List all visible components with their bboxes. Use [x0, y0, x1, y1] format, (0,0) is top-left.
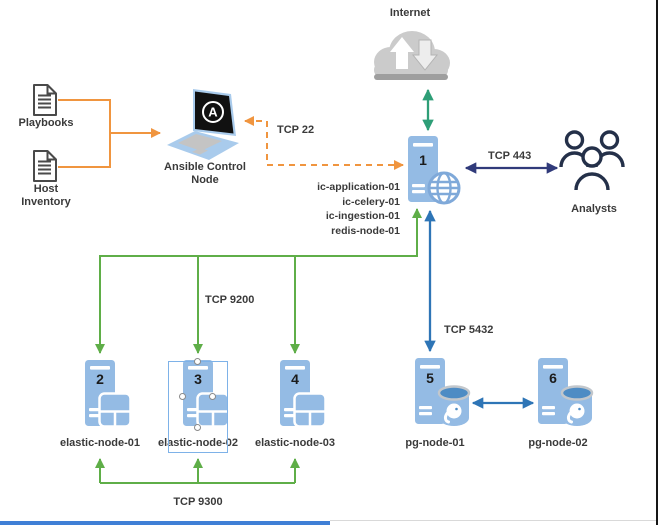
server-icon	[415, 358, 445, 424]
document-icon	[33, 150, 57, 182]
pg-node-1-label: pg-node-01	[405, 437, 465, 449]
connector-sources-join[interactable]	[58, 99, 111, 168]
server1-hosts-list: ic-application-01 ic-celery-01 ic-ingest…	[252, 180, 400, 238]
ansible-control-node[interactable]: A	[165, 86, 247, 164]
pg-node-1[interactable]: 5	[415, 358, 473, 428]
pg-node-2[interactable]: 6	[538, 358, 596, 428]
analysts-icon	[559, 130, 625, 191]
pg-node-2-label: pg-node-02	[528, 437, 588, 449]
selection-box	[168, 361, 228, 453]
node-number: 6	[549, 370, 557, 386]
host-label: ic-application-01	[317, 181, 400, 193]
globe-icon	[427, 171, 461, 205]
host-inventory-label: Host Inventory	[21, 183, 71, 208]
node-number: 4	[291, 371, 299, 387]
connection-handle-right[interactable]	[209, 393, 216, 400]
storage-icon	[98, 392, 132, 428]
elastic-node-3[interactable]: 4	[280, 360, 328, 428]
host-label: redis-node-01	[331, 224, 400, 237]
cloud-icon	[374, 31, 450, 80]
connector-tcp9200-main[interactable]	[95, 208, 422, 354]
tcp9200-label: TCP 9200	[205, 294, 255, 306]
elastic-node-1-label: elastic-node-01	[59, 437, 141, 449]
internet-cloud-node[interactable]	[365, 24, 457, 86]
elastic-node-3-label: elastic-node-03	[254, 437, 336, 449]
node-number: 1	[419, 152, 427, 168]
elastic-node-1[interactable]: 2	[85, 360, 133, 428]
canvas-bottom-edge-blue	[0, 521, 330, 525]
connection-handle-left[interactable]	[179, 393, 186, 400]
connection-handle-top[interactable]	[194, 358, 201, 365]
tcp5432-label: TCP 5432	[444, 324, 494, 336]
server-1-node[interactable]: 1	[408, 136, 462, 206]
playbooks-node[interactable]	[33, 84, 57, 116]
ansible-node-label: Ansible Control Node	[164, 161, 246, 186]
node-number: 5	[426, 370, 434, 386]
host-label: ic-celery-01	[342, 195, 400, 208]
node-number: 3	[194, 371, 202, 387]
laptop-icon: A	[167, 89, 239, 160]
node-number: 2	[96, 371, 104, 387]
upload-arrow-icon	[390, 37, 414, 69]
postgres-db-icon	[560, 385, 594, 426]
connection-handle-bottom[interactable]	[194, 424, 201, 431]
tcp9300-label: TCP 9300	[173, 496, 223, 508]
tcp443-label: TCP 443	[488, 150, 532, 162]
ansible-logo-icon	[202, 101, 224, 123]
playbooks-label: Playbooks	[18, 117, 74, 129]
elastic-node-2[interactable]: 3	[183, 360, 231, 428]
postgres-db-icon	[437, 385, 471, 426]
host-inventory-node[interactable]	[33, 150, 57, 182]
download-arrow-icon	[411, 39, 439, 71]
elastic-node-2-label: elastic-node-02	[157, 437, 239, 449]
storage-icon	[293, 392, 327, 428]
connector-tcp22[interactable]	[244, 116, 404, 170]
host-label: ic-ingestion-01	[325, 210, 400, 223]
analysts-node[interactable]	[559, 126, 625, 200]
window-right-edge	[655, 0, 658, 525]
ansible-logo-letter: A	[208, 105, 218, 120]
analysts-label: Analysts	[571, 203, 617, 215]
document-icon	[33, 84, 57, 116]
internet-label: Internet	[389, 7, 431, 19]
canvas-bottom-edge-gray	[330, 519, 656, 521]
tcp22-label: TCP 22	[277, 124, 315, 136]
server-icon	[538, 358, 568, 424]
